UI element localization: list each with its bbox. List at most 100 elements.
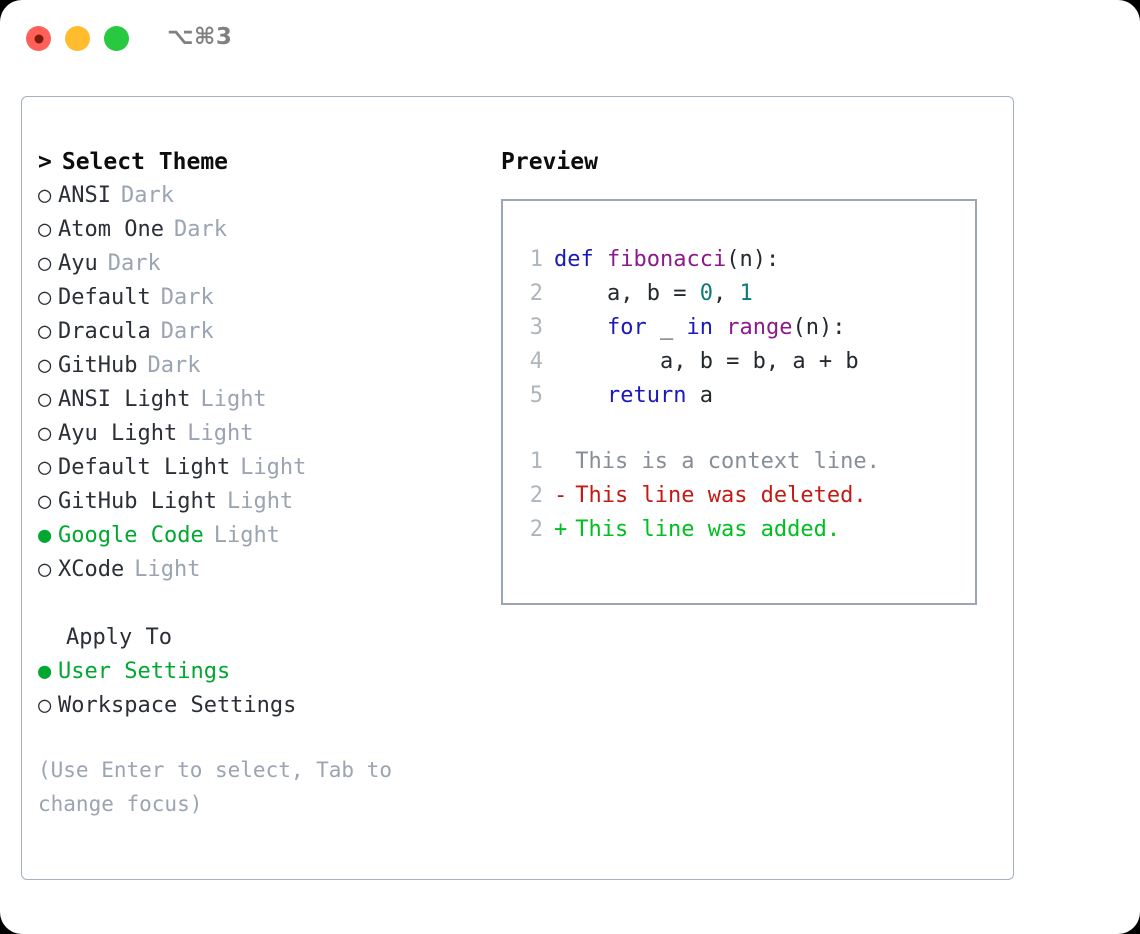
theme-item-kind: Dark [160,285,214,310]
code-token: fibonacci [606,247,727,272]
diff-text: This line was deleted. [575,483,867,508]
theme-list-header: > Select Theme [38,145,478,179]
apply-to-workspace-settings[interactable]: ○Workspace Settings [38,689,478,723]
diff-line-deleted: 2-This line was deleted. [517,479,975,513]
diff-line-added: 2+This line was added. [517,513,975,547]
radio-on-icon: ● [38,659,52,684]
keyboard-hint-text: (Use Enter to select, Tab to change focu… [38,758,393,816]
theme-item-label: Google Code [58,523,204,548]
radio-off-icon: ○ [38,489,52,514]
minimize-button[interactable] [65,26,90,51]
theme-item-label: ANSI [58,183,111,208]
diff-sign [554,449,567,474]
theme-item-dracula[interactable]: ○Dracula Dark [38,315,478,349]
preview-title: Preview [501,149,598,175]
theme-item-kind: Light [134,557,201,582]
line-number: 2 [529,483,543,508]
line-number: 4 [529,349,543,374]
theme-item-kind: Dark [147,353,201,378]
diff-line-context: 1 This is a context line. [517,445,975,479]
prompt-caret-icon: > [38,149,52,175]
code-token: , [712,281,740,306]
theme-item-label: Default [58,285,151,310]
line-number: 2 [529,517,543,542]
code-token: 1 [739,281,753,306]
theme-item-label: GitHub [58,353,138,378]
theme-item-google-code[interactable]: ●Google Code Light [38,519,478,553]
line-number: 1 [529,247,543,272]
radio-off-icon: ○ [38,183,52,208]
code-token: (n): [792,315,846,340]
keyboard-shortcut-label: ⌥⌘3 [167,24,233,50]
radio-off-icon: ○ [38,421,52,446]
radio-on-icon: ● [38,523,52,548]
radio-off-icon: ○ [38,251,52,276]
line-number: 2 [529,281,543,306]
apply-to-label: User Settings [58,659,231,684]
theme-item-kind: Dark [120,183,174,208]
theme-item-kind: Dark [160,319,214,344]
theme-item-kind: Light [240,455,307,480]
theme-item-xcode[interactable]: ○XCode Light [38,553,478,587]
theme-item-kind: Dark [173,217,227,242]
theme-item-label: Atom One [58,217,164,242]
apply-to-label: Workspace Settings [58,693,297,718]
theme-item-atom-one[interactable]: ○Atom One Dark [38,213,478,247]
radio-off-icon: ○ [38,557,52,582]
code-line: 1 def fibonacci(n): [517,243,975,277]
code-token: _ [646,315,687,340]
radio-off-icon: ○ [38,353,52,378]
window-controls [26,26,129,51]
theme-item-github[interactable]: ○GitHub Dark [38,349,478,383]
theme-item-default-light[interactable]: ○Default Light Light [38,451,478,485]
code-token: 0 [699,281,713,306]
apply-to-user-settings[interactable]: ●User Settings [38,655,478,689]
theme-item-kind: Dark [107,251,161,276]
diff-text: This line was added. [575,517,841,542]
theme-item-kind: Light [213,523,280,548]
radio-off-icon: ○ [38,455,52,480]
radio-off-icon: ○ [38,319,52,344]
code-line: 5 return a [517,379,975,413]
apply-to-header: Apply To [66,625,172,650]
close-button[interactable] [26,26,51,51]
theme-item-label: Default Light [58,455,231,480]
diff-sign: - [554,483,568,508]
radio-off-icon: ○ [38,217,52,242]
theme-item-label: XCode [58,557,125,582]
code-line: 4 a, b = b, a + b [517,345,975,379]
code-token: a [686,383,713,408]
line-number: 5 [529,383,543,408]
theme-item-label: Dracula [58,319,151,344]
code-token: for [554,315,647,340]
code-token: range [726,315,793,340]
theme-item-label: ANSI Light [58,387,191,412]
theme-item-label: Ayu [58,251,98,276]
diff-text: This is a context line. [575,449,880,474]
code-diff-gap [517,413,975,445]
code-line: 3 for _ in range(n): [517,311,975,345]
theme-item-kind: Light [187,421,254,446]
line-number: 3 [529,315,543,340]
code-token: (n): [726,247,780,272]
theme-item-ansi[interactable]: ○ANSI Dark [38,179,478,213]
code-token: return [554,383,687,408]
theme-item-kind: Light [200,387,267,412]
line-number: 1 [529,449,543,474]
code-token: def [554,247,607,272]
code-token: a, b = b, a + b [554,349,859,374]
theme-item-ayu[interactable]: ○Ayu Dark [38,247,478,281]
code-line: 2 a, b = 0, 1 [517,277,975,311]
code-token [713,315,726,340]
title-bar: ⌥⌘3 [0,0,1140,78]
zoom-button[interactable] [104,26,129,51]
theme-list-header-label: Select Theme [61,149,229,175]
code-token: a, b = [554,281,700,306]
